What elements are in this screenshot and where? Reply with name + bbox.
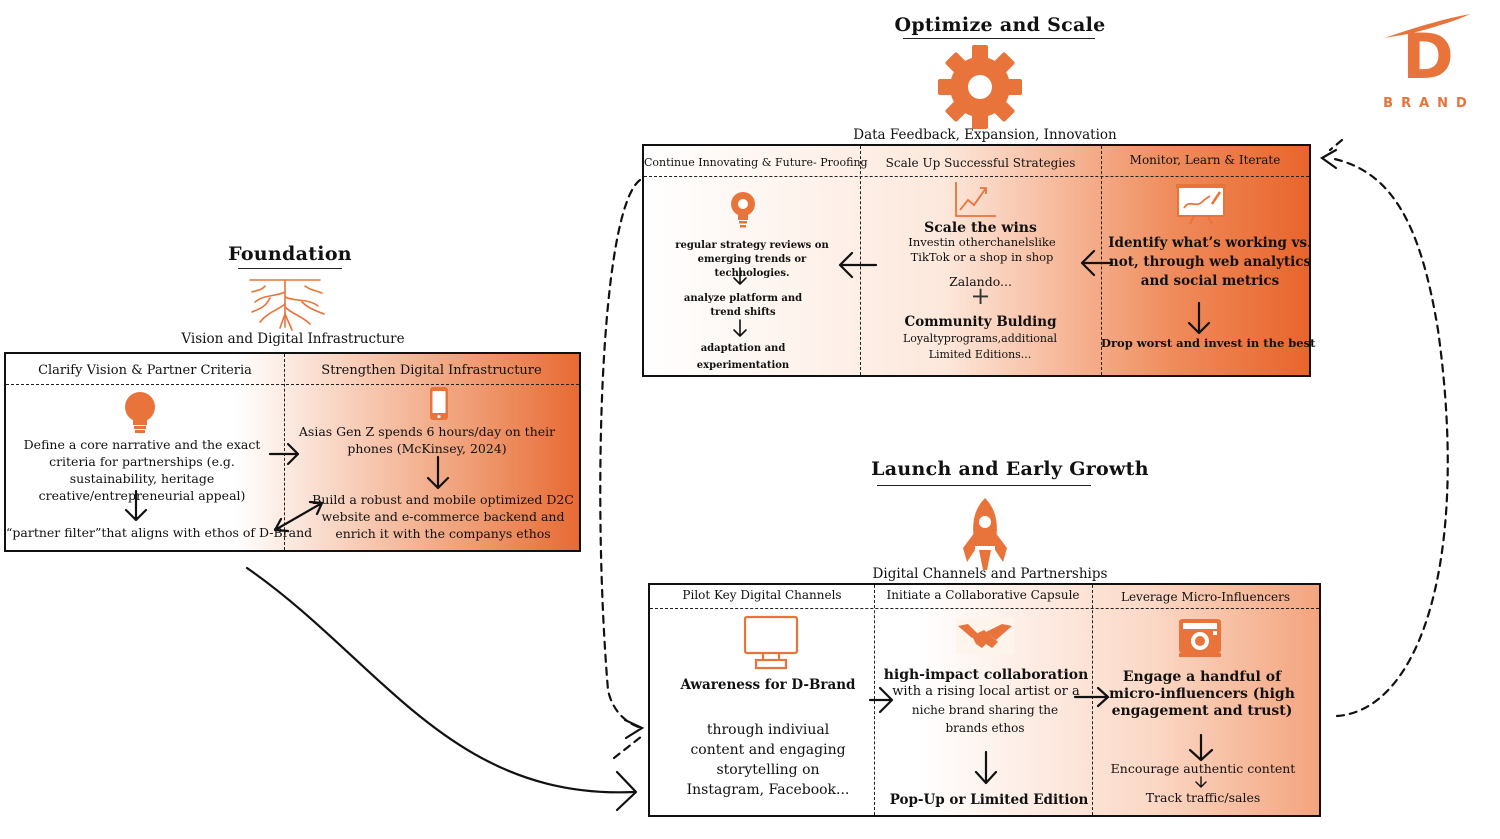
foundation-title-underline (238, 268, 342, 269)
computer-monitor-icon (743, 615, 799, 670)
arrow-foundation-to-launch (245, 566, 636, 794)
brand-logo-word: BRAND (1383, 96, 1475, 111)
launch-col2-header: Initiate a Collaborative Capsule (886, 588, 1080, 602)
brand-logo-swoosh (1384, 14, 1470, 38)
presentation-board-icon (1176, 184, 1226, 225)
launch-col2-text2: niche brand sharing the brands ethos (911, 703, 1059, 735)
optimize-col2-text3: Loyaltyprograms,additional Limited Editi… (902, 332, 1058, 361)
dashed-optimize-to-launch (599, 178, 644, 730)
optimize-divider-v1 (860, 146, 861, 375)
launch-col3-title: Engage a handful of micro-influencers (h… (1109, 669, 1295, 719)
arrow-foundation-col1-down (124, 489, 148, 522)
optimize-col1-step3: adaptation and experimentation (696, 343, 790, 371)
dashed-optimize-top-right (1328, 138, 1344, 152)
launch-col1-text: through indiviual content and engaging s… (686, 722, 850, 798)
optimize-divider-v2 (1101, 146, 1102, 375)
launch-title: Launch and Early Growth (871, 458, 1149, 480)
launch-divider-v2 (1092, 585, 1093, 815)
optimize-col2-title: Scale the wins (924, 220, 1037, 236)
optimize-divider-h (644, 176, 1309, 177)
arrow-optimize-col1-down2 (733, 319, 747, 337)
arrow-optimize-col3-down (1187, 301, 1211, 335)
optimize-title-underline (903, 38, 1095, 39)
arrow-optimize-col3-col2 (1080, 249, 1114, 277)
dashed-launch-to-optimize (1328, 156, 1449, 718)
foundation-subtitle: Vision and Digital Infrastructure (181, 331, 405, 347)
foundation-col2-header: Strengthen Digital Infrastructure (321, 363, 542, 378)
arrow-launch-col2-down (974, 750, 998, 785)
lightbulb-icon (125, 392, 155, 433)
growth-chart-icon (955, 182, 996, 217)
launch-col3-header: Leverage Micro-Influencers (1120, 590, 1291, 604)
optimize-col2-text2: Zalando... (949, 274, 1012, 289)
launch-col1-header: Pilot Key Digital Channels (682, 588, 842, 602)
arrow-optimize-col1-down1 (733, 267, 747, 285)
foundation-panel: Clarify Vision & Partner Criteria Streng… (4, 352, 581, 552)
launch-col2-title: high-impact collaboration (883, 667, 1089, 683)
optimize-col1-step2: analyze platform and trend shifts (683, 293, 803, 318)
foundation-title: Foundation (228, 243, 352, 265)
arrow-launch-col1-col2 (868, 686, 894, 714)
optimize-col2-plus: + (970, 282, 991, 310)
foundation-col1-header: Clarify Vision & Partner Criteria (38, 363, 252, 378)
handshake-icon-bg (956, 618, 1014, 654)
foundation-divider-h (6, 384, 579, 385)
arrow-launch-col3-down (1188, 733, 1214, 762)
optimize-col2-header: Scale Up Successful Strategies (885, 156, 1076, 170)
arrow-foundation-double (273, 500, 324, 533)
phone-icon (430, 387, 448, 420)
launch-panel: Pilot Key Digital Channels Initiate a Co… (648, 583, 1321, 817)
optimize-col3-header: Monitor, Learn & Iterate (1129, 153, 1281, 167)
launch-col2-text: with a rising local artist or a (892, 684, 1080, 699)
arrow-launch-col3-down2 (1195, 776, 1207, 788)
foundation-col2-text: Asias Gen Z spends 6 hours/day on their … (298, 424, 556, 456)
foundation-divider-v (284, 354, 285, 550)
optimize-col1-step1: regular strategy reviews on emerging tre… (675, 240, 829, 279)
launch-title-underline (877, 485, 1091, 486)
launch-col2-result: Pop-Up or Limited Edition (889, 792, 1089, 808)
brand-logo-letter: D (1402, 20, 1454, 93)
launch-divider-h (650, 608, 1319, 609)
foundation-col1-result: “partner filter”that aligns with ethos o… (6, 525, 313, 540)
brand-logo: D BRAND (1378, 8, 1488, 113)
dashed-into-launch (612, 734, 644, 760)
foundation-col1-text: Define a core narrative and the exact cr… (23, 437, 261, 503)
roots-icon (249, 279, 325, 331)
optimize-subtitle: Data Feedback, Expansion, Innovation (853, 127, 1117, 143)
optimize-col1-header: Continue Innovating & Future- Proofing (644, 156, 868, 169)
camera-icon (1179, 619, 1221, 657)
optimize-col2-text: Investin otherchanelslike TikTok or a sh… (908, 235, 1056, 264)
optimize-title: Optimize and Scale (894, 14, 1106, 36)
optimize-col3-text: Identify what’s working vs. not, through… (1108, 235, 1312, 289)
rocket-icon (963, 498, 1007, 570)
launch-col1-title: Awareness for D-Brand (680, 677, 856, 693)
foundation-col2-result: Build a robust and mobile optimized D2C … (312, 492, 574, 541)
gear-icon (938, 45, 1022, 129)
idea-gear-bulb-icon (731, 192, 755, 228)
arrow-optimize-col2-col1 (838, 251, 878, 279)
arrow-foundation-right (268, 442, 300, 466)
launch-col3-step2: Track traffic/sales (1145, 790, 1261, 805)
arrow-launch-col2-col3 (1073, 686, 1110, 708)
optimize-col2-title2: Community Bulding (904, 314, 1057, 330)
launch-col3-step1: Encourage authentic content (1110, 761, 1296, 776)
launch-subtitle: Digital Channels and Partnerships (872, 566, 1108, 582)
optimize-panel: Continue Innovating & Future- Proofing S… (642, 144, 1316, 377)
optimize-col3-result: Drop worst and invest in the best (1101, 336, 1316, 350)
handshake-icon (958, 624, 1012, 648)
arrow-foundation-col2-down (426, 455, 450, 490)
